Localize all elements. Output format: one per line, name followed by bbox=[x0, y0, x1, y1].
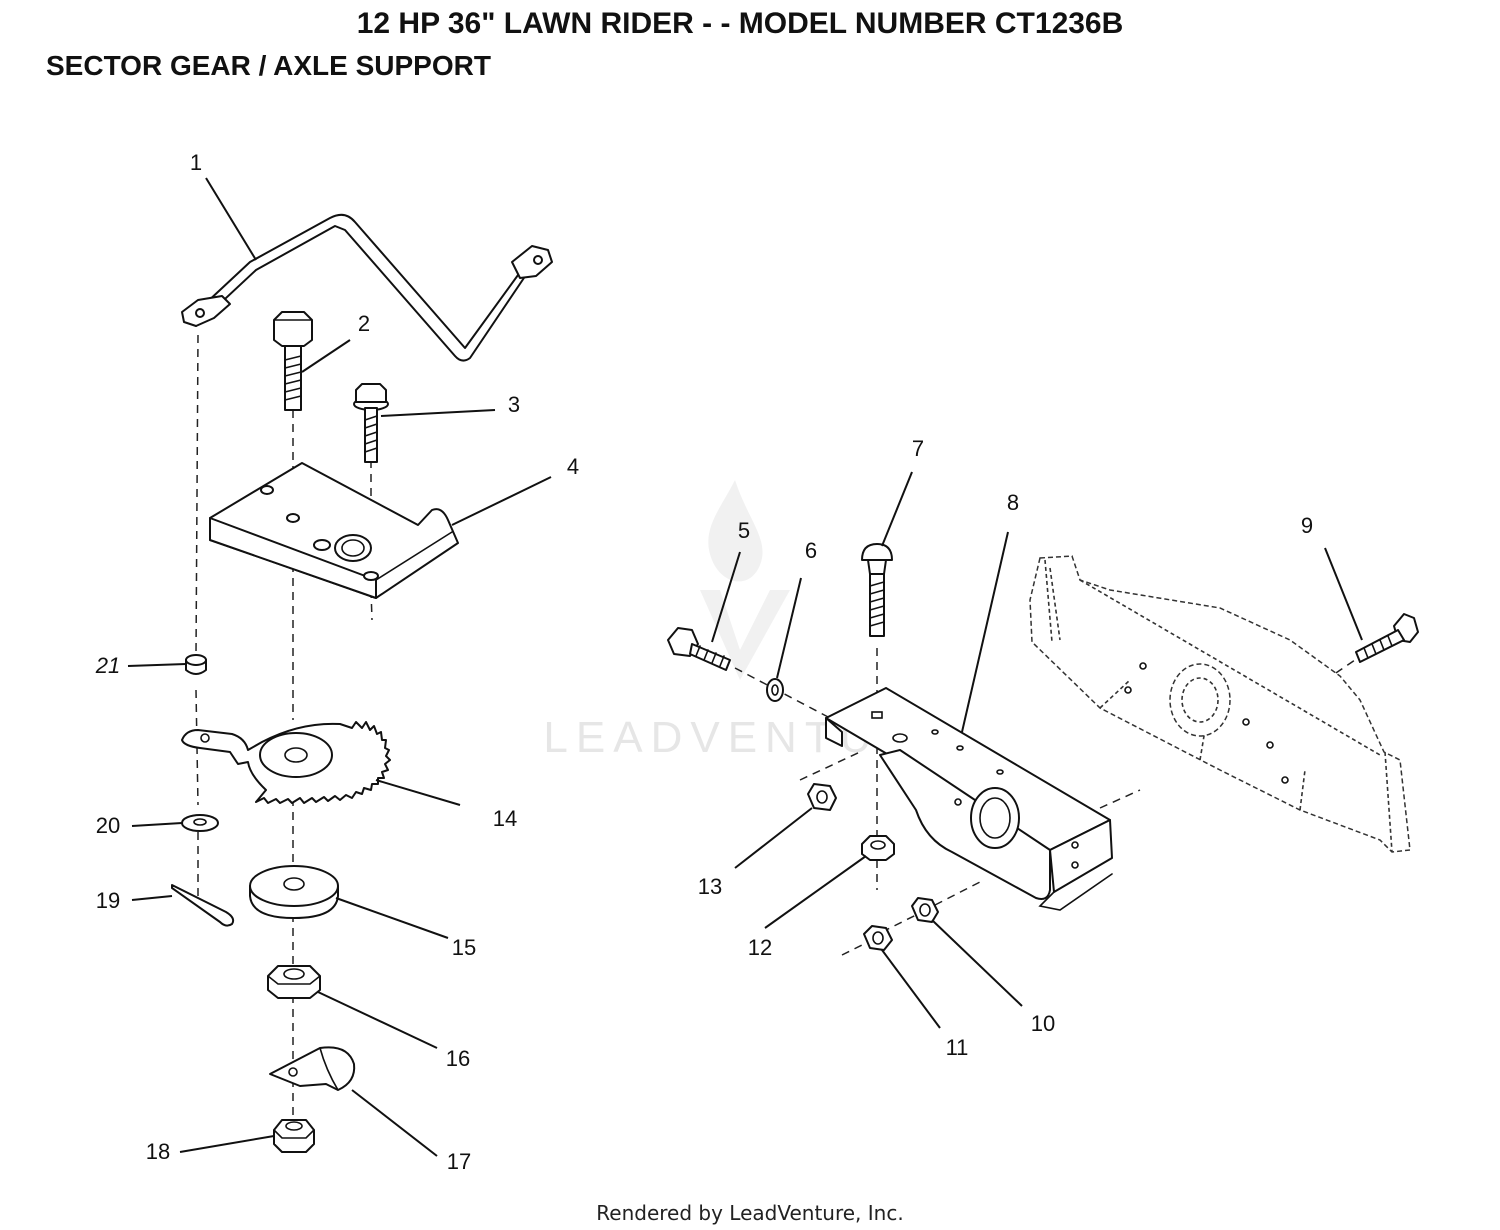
callout-21: 21 bbox=[95, 653, 120, 678]
part-9-axle bbox=[1029, 555, 1411, 853]
callout-18: 18 bbox=[146, 1139, 170, 1164]
callout-19: 19 bbox=[96, 888, 120, 913]
callout-13: 13 bbox=[698, 874, 722, 899]
callout-3: 3 bbox=[508, 392, 520, 417]
part-5-bolt bbox=[667, 627, 731, 671]
callout-5: 5 bbox=[738, 518, 750, 543]
callout-4: 4 bbox=[567, 454, 579, 479]
callout-12: 12 bbox=[748, 935, 772, 960]
part-9-bolt bbox=[1355, 613, 1419, 663]
callout-10: 10 bbox=[1031, 1011, 1055, 1036]
part-16-hex-nut bbox=[267, 965, 321, 999]
part-17-clip bbox=[269, 1046, 356, 1091]
part-19-cotter-pin bbox=[171, 884, 235, 927]
callout-20: 20 bbox=[96, 813, 120, 838]
part-10-nut bbox=[911, 897, 939, 923]
part-4-bracket bbox=[209, 462, 459, 599]
callout-9: 9 bbox=[1301, 513, 1313, 538]
callout-labels: 1 2 3 4 5 6 7 8 9 10 11 12 13 14 15 16 1… bbox=[95, 150, 1313, 1174]
section-subtitle: SECTOR GEAR / AXLE SUPPORT bbox=[46, 50, 491, 81]
part-2-hex-bolt bbox=[273, 311, 313, 411]
part-21-bushing bbox=[185, 654, 207, 675]
callout-15: 15 bbox=[452, 935, 476, 960]
callout-11: 11 bbox=[946, 1035, 969, 1060]
callout-17: 17 bbox=[447, 1149, 471, 1174]
part-7-carriage-bolt bbox=[861, 543, 893, 637]
part-3-flange-bolt bbox=[353, 383, 389, 463]
part-20-washer bbox=[181, 814, 219, 832]
part-14-sector-gear bbox=[181, 721, 391, 804]
page-title: 12 HP 36" LAWN RIDER - - MODEL NUMBER CT… bbox=[357, 7, 1124, 40]
callout-2: 2 bbox=[358, 311, 370, 336]
part-12-nut bbox=[861, 835, 895, 861]
part-18-hex-nut bbox=[273, 1119, 315, 1153]
callout-7: 7 bbox=[912, 436, 924, 461]
part-6-washer bbox=[766, 678, 784, 702]
part-1-drag-link bbox=[181, 213, 553, 362]
callout-1: 1 bbox=[190, 150, 202, 175]
part-15-flat-washer bbox=[249, 865, 339, 919]
callout-16: 16 bbox=[446, 1046, 470, 1071]
footer-credit: Rendered by LeadVenture, Inc. bbox=[596, 1201, 903, 1225]
assembly-lines-right bbox=[734, 648, 1356, 956]
leader-lines bbox=[127, 177, 1363, 1157]
callout-8: 8 bbox=[1007, 490, 1019, 515]
callout-14: 14 bbox=[493, 806, 517, 831]
part-8-axle-support bbox=[825, 687, 1113, 911]
part-13-nut bbox=[807, 783, 837, 811]
part-11-nut bbox=[863, 925, 893, 951]
callout-6: 6 bbox=[805, 538, 817, 563]
